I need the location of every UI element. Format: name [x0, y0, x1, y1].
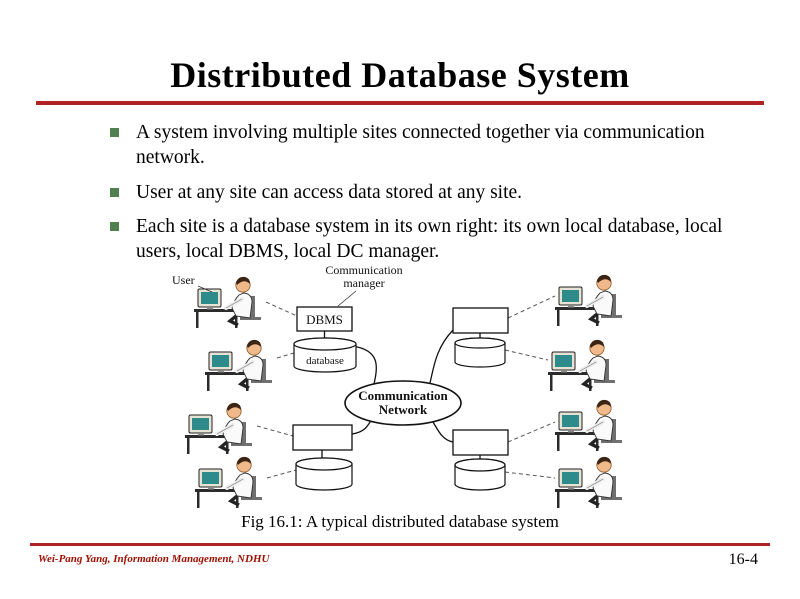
diagram-canvas: User Communication manager DBMS database…: [172, 263, 624, 510]
label-pointer-line: [197, 285, 213, 293]
dbms-box: [296, 306, 353, 332]
site-database-cylinder-top: [295, 457, 353, 471]
connection-line: [432, 421, 454, 443]
connection-dashed-line: [256, 425, 294, 437]
footer-credit: Wei-Pang Yang, Information Management, N…: [38, 553, 270, 565]
site-box: [452, 307, 509, 334]
connection-line: [429, 329, 454, 384]
site-box: [292, 424, 353, 451]
figure-caption: Fig 16.1: A typical distributed database…: [241, 512, 559, 531]
page-number: 16-4: [728, 551, 758, 568]
user-workstation-clipart: [553, 272, 624, 328]
bullet-square-icon: [110, 222, 119, 232]
user-label: User: [172, 273, 195, 287]
connection-dashed-line: [504, 349, 549, 361]
bullet-square-icon: [110, 187, 119, 197]
network-label: Network: [379, 402, 428, 417]
database-cylinder-top: [293, 337, 357, 351]
bullet-list: A system involving multiple sites connec…: [108, 120, 726, 274]
site-database-cylinder-top: [454, 337, 506, 349]
user-workstation-clipart: [193, 454, 264, 510]
bullet-item: Each site is a database system in its ow…: [108, 214, 726, 265]
label-pointer-line: [337, 290, 357, 307]
connection-dashed-line: [265, 301, 298, 317]
site-box: [452, 429, 509, 456]
user-workstation-clipart: [192, 274, 263, 330]
connection-dashed-line: [276, 352, 295, 359]
bullet-text: Each site is a database system in its ow…: [136, 216, 723, 263]
distributed-database-diagram: User Communication manager DBMS database…: [100, 258, 720, 510]
user-workstation-clipart: [553, 397, 624, 453]
database-cylinder-label: database: [306, 355, 344, 367]
user-workstation-clipart: [546, 337, 617, 393]
dbms-box-label: DBMS: [306, 312, 343, 327]
connection-dashed-line: [507, 295, 556, 319]
user-workstation-clipart: [553, 454, 624, 510]
bullet-item: A system involving multiple sites connec…: [108, 120, 726, 171]
comm-manager-label: Communication: [325, 263, 402, 277]
connection-dashed-line: [266, 469, 297, 479]
network-label: Communication: [358, 388, 448, 403]
title-divider-line: [36, 101, 764, 105]
bullet-text: User at any site can access data stored …: [136, 181, 523, 203]
connection-line: [351, 345, 377, 385]
connection-dashed-line: [504, 471, 556, 479]
site-database-cylinder-top: [454, 458, 506, 472]
footer-divider-line: [30, 543, 770, 546]
connection-dashed-line: [507, 421, 556, 443]
bullet-square-icon: [110, 128, 119, 137]
user-workstation-clipart: [203, 337, 274, 393]
comm-manager-label: manager: [343, 276, 384, 290]
communication-network-ellipse: [344, 380, 462, 426]
bullet-text: A system involving multiple sites connec…: [136, 122, 705, 169]
bullet-item: User at any site can access data stored …: [108, 180, 726, 205]
user-workstation-clipart: [183, 400, 254, 456]
page-title: Distributed Database System: [170, 55, 630, 95]
